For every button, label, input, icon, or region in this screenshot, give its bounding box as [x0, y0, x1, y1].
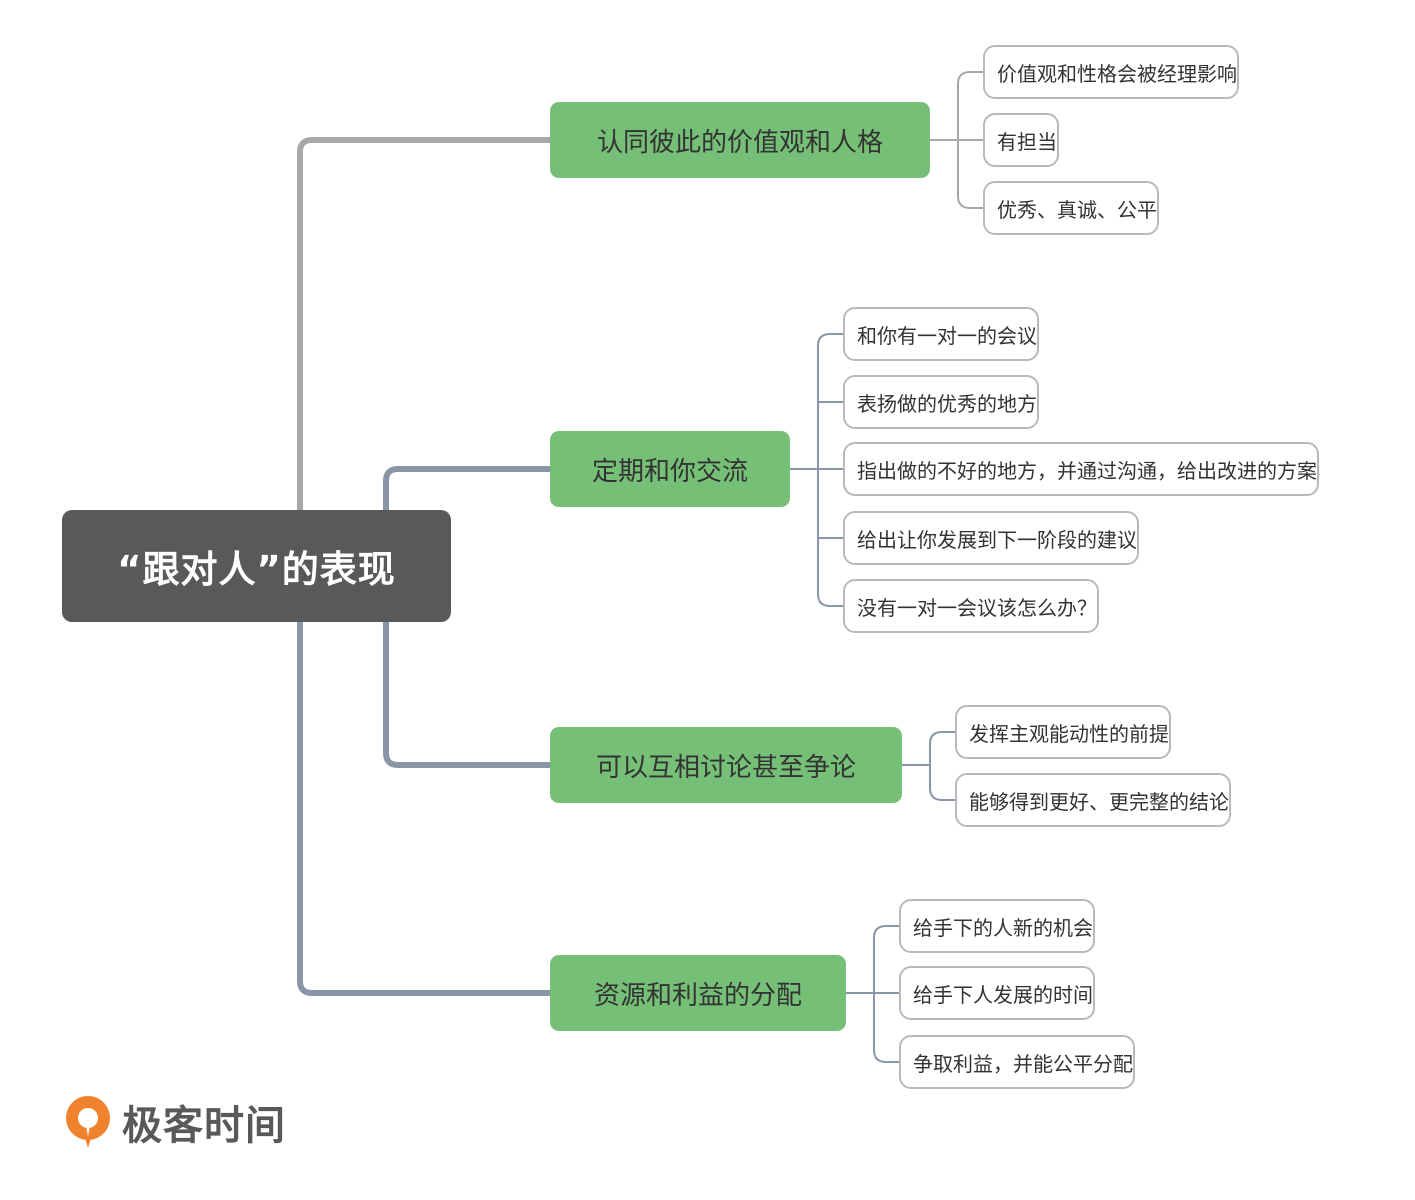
leaf-node: 有担当 — [983, 113, 1059, 167]
root-to-branch-1-link — [297, 137, 553, 513]
branch-node-discussion: 可以互相讨论甚至争论 — [550, 727, 902, 803]
leaf-node: 能够得到更好、更完整的结论 — [955, 773, 1231, 827]
branch-node-values: 认同彼此的价值观和人格 — [550, 102, 930, 178]
logo-text: 极客时间 — [122, 1103, 286, 1149]
branch-4-leaf-links — [846, 925, 899, 1063]
brand-logo: 极客时间 — [60, 1090, 286, 1154]
leaf-node: 给手下人发展的时间 — [899, 966, 1095, 1020]
root-to-branch-2-link — [383, 466, 553, 513]
root-to-branch-3-link — [383, 619, 553, 768]
leaf-node: 和你有一对一的会议 — [843, 307, 1039, 361]
branch-3-leaf-links — [902, 731, 955, 801]
leaf-node: 没有一对一会议该怎么办？ — [843, 579, 1099, 633]
leaf-node: 争取利益，并能公平分配 — [899, 1035, 1135, 1089]
root-node: “跟对人”的表现 — [62, 510, 451, 622]
leaf-node: 给手下的人新的机会 — [899, 899, 1095, 953]
branch-node-communication: 定期和你交流 — [550, 431, 790, 507]
branch-node-resources: 资源和利益的分配 — [550, 955, 846, 1031]
leaf-node: 给出让你发展到下一阶段的建议 — [843, 511, 1139, 565]
leaf-node: 表扬做的优秀的地方 — [843, 375, 1039, 429]
leaf-node: 指出做的不好的地方，并通过沟通，给出改进的方案 — [843, 442, 1319, 496]
geek-time-logo-icon — [66, 1096, 110, 1148]
leaf-node: 发挥主观能动性的前提 — [955, 705, 1171, 759]
leaf-node: 优秀、真诚、公平 — [983, 181, 1159, 235]
root-to-branch-4-link — [297, 619, 553, 996]
branch-2-leaf-links — [790, 333, 843, 607]
branch-1-leaf-links — [930, 71, 983, 209]
leaf-node: 价值观和性格会被经理影响 — [983, 45, 1239, 99]
